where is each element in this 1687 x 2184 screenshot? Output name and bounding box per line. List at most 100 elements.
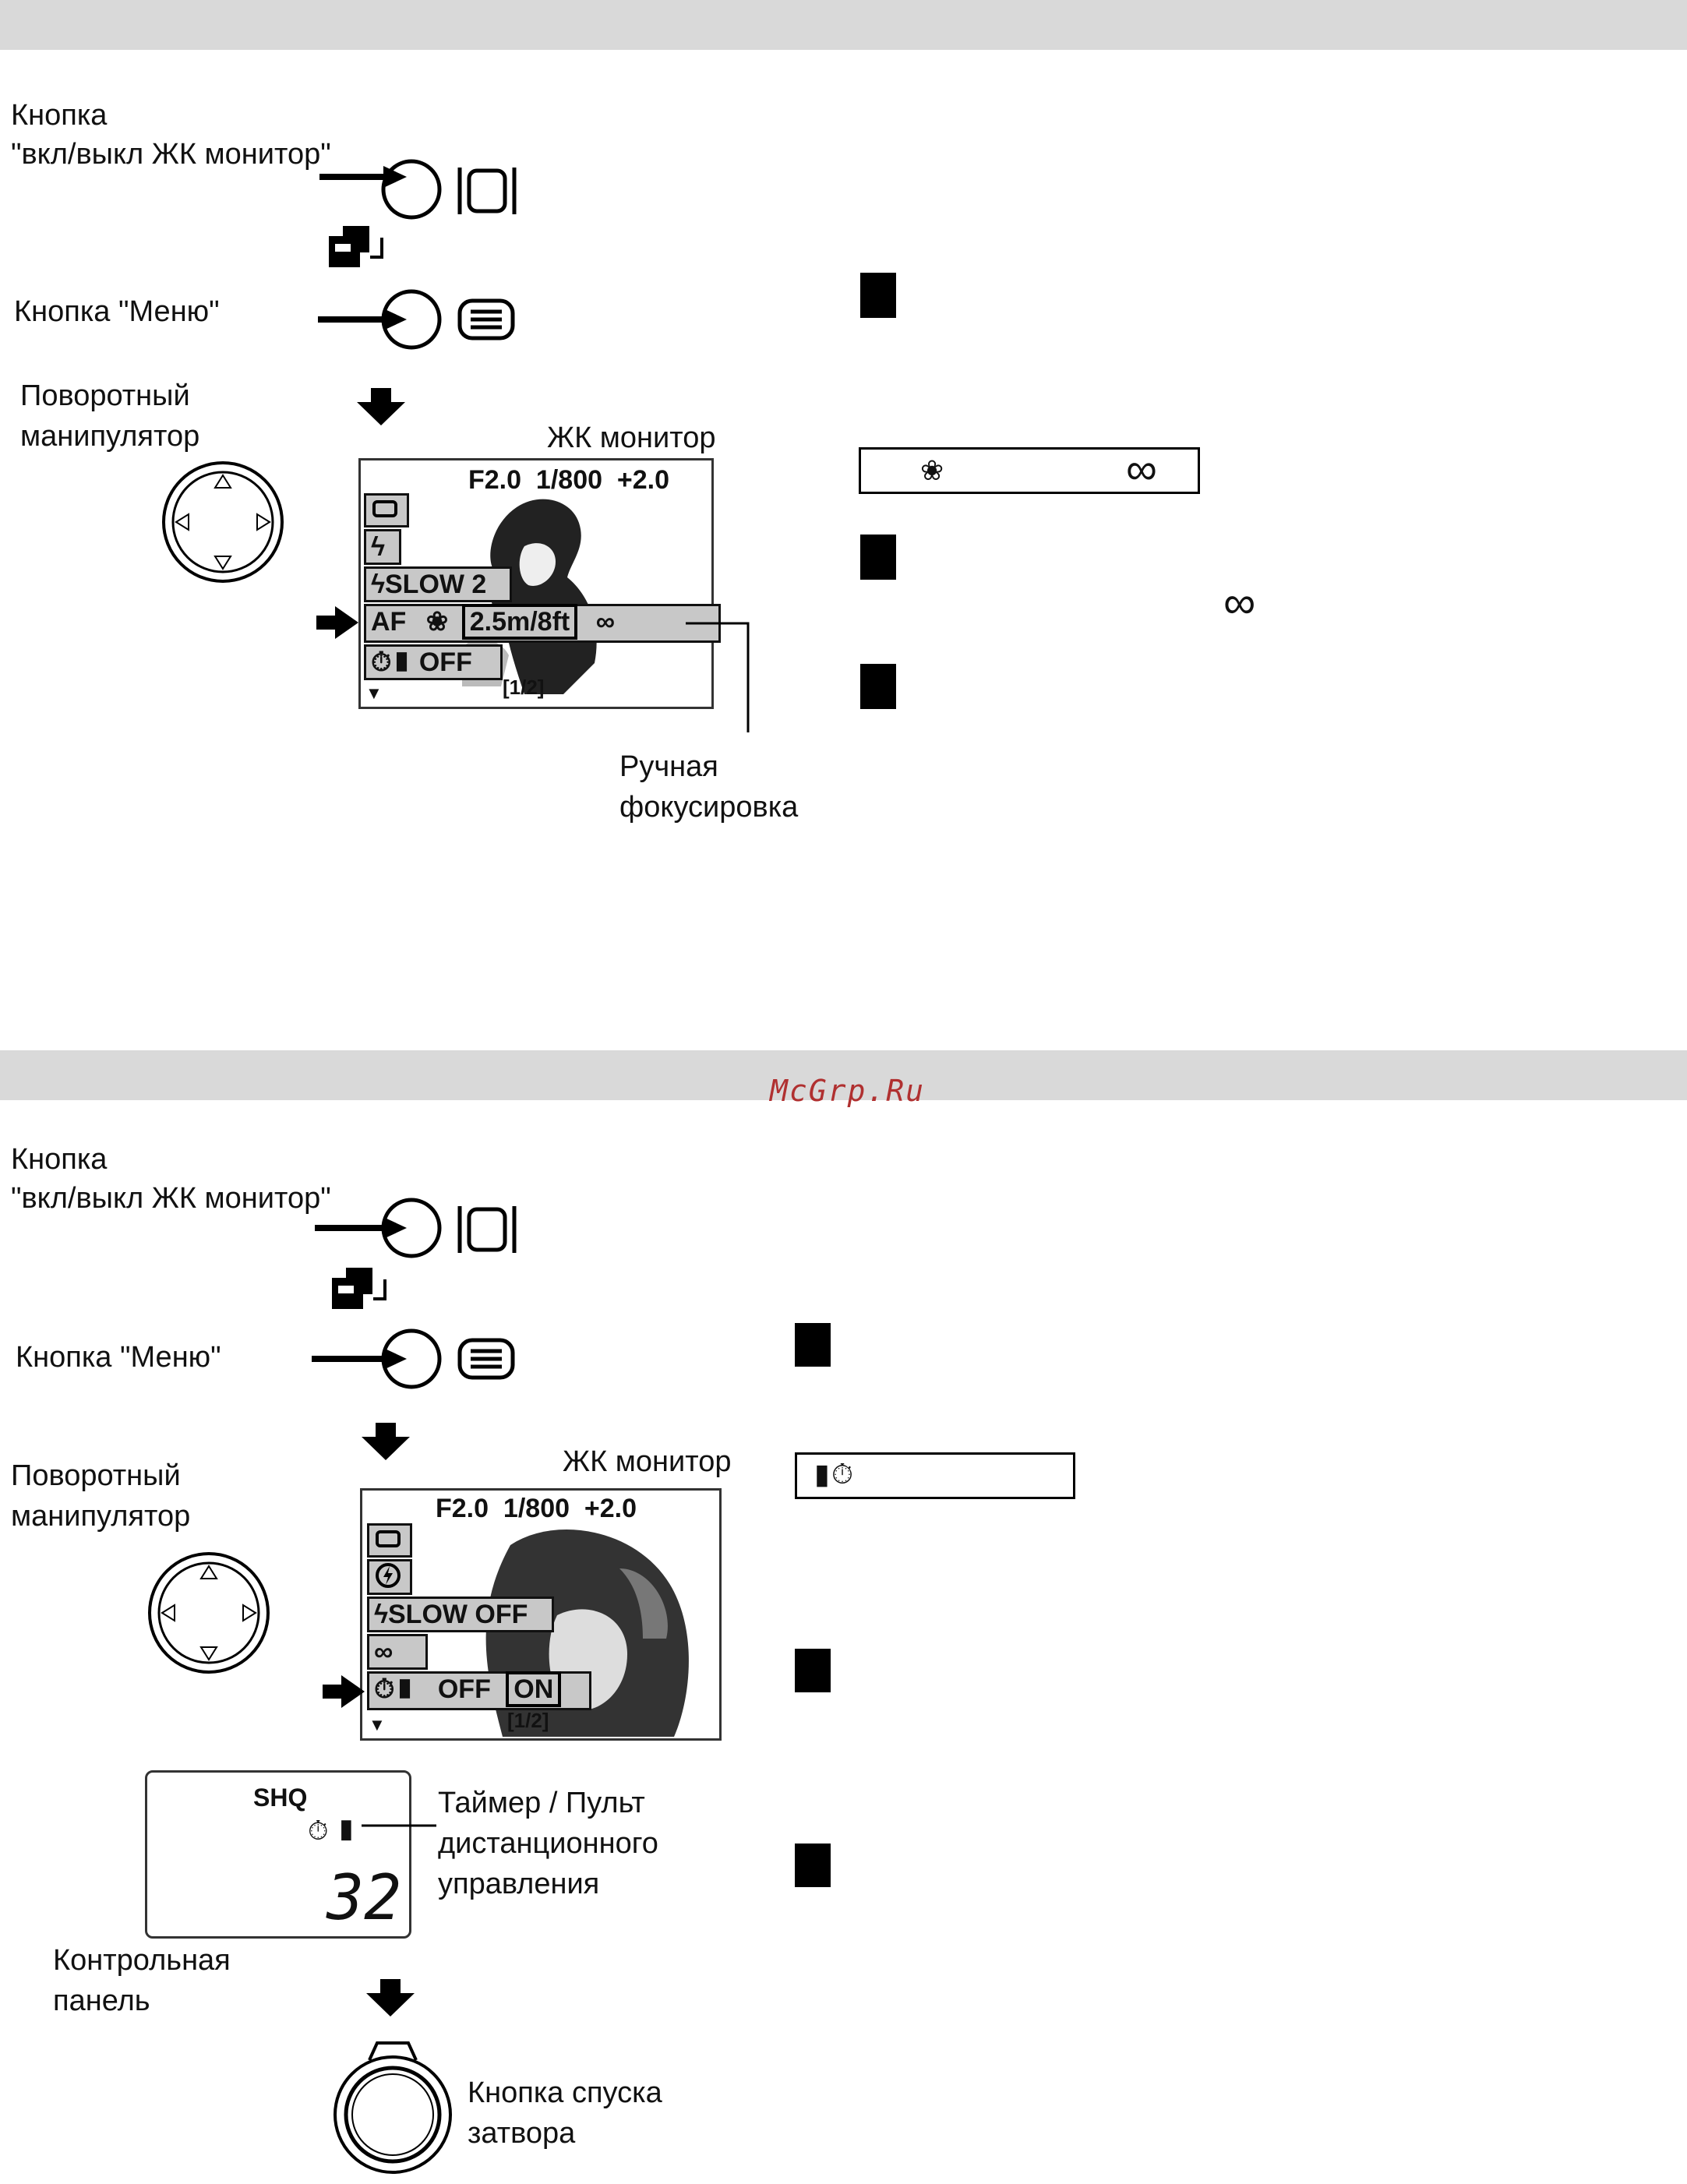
lcd-button-label-line1: Кнопка (11, 99, 108, 132)
menu-row-record-mode (364, 493, 409, 527)
focus-range-box: ❀ ∞ (859, 444, 1200, 494)
step-marker-3 (860, 664, 896, 709)
flash-auto-icon (376, 1563, 401, 1588)
menu-row-record-mode (367, 1523, 412, 1558)
page-indicator: [1/2] (507, 1709, 549, 1732)
step-marker-1 (860, 273, 896, 318)
dial-label-line1: Поворотный (20, 379, 190, 412)
menu-row-flash: ϟ (364, 529, 401, 565)
macro-icon: ❀ (425, 607, 449, 637)
scroll-down-indicator: ▼ (369, 1715, 386, 1734)
camera-icon (332, 1268, 386, 1309)
menu-button-circle (381, 289, 442, 350)
leader-line (362, 1824, 436, 1827)
down-arrow-icon (362, 1423, 410, 1460)
flash-icon: ϟ (371, 570, 385, 599)
self-timer-on[interactable]: ON (506, 1671, 562, 1707)
rotary-dial-icon[interactable] (161, 460, 285, 584)
infinity-value: ∞ (374, 1637, 394, 1667)
monitor-icon (457, 168, 517, 214)
leader-line (686, 622, 750, 732)
page-indicator: [1/2] (503, 676, 545, 699)
menu-icon (457, 298, 515, 340)
self-timer-icon: ⏱ (308, 1816, 329, 1846)
menu-button-label: Кнопка "Меню" (14, 295, 220, 328)
self-timer-icon: ⏱ (371, 647, 392, 677)
self-timer-off: OFF (437, 1674, 491, 1704)
manual-focus-value[interactable]: 2.5m/8ft (461, 604, 578, 640)
down-arrow-icon (357, 388, 405, 425)
remote-icon: ▮ (391, 647, 412, 677)
menu-row-focus: ∞ (367, 1634, 428, 1670)
lcd-button-circle (381, 1198, 442, 1258)
lcd-monitor-1: F2.0 1/800 +2.0 ϟ ϟSLOW 2 AF ❀ 2.5m/8ft … (358, 458, 721, 709)
control-panel: SHQ ⏱ ▮ 32 (145, 1770, 411, 1939)
rotary-dial-icon[interactable] (146, 1551, 271, 1675)
scroll-down-indicator: ▼ (365, 683, 383, 703)
down-arrow-icon (366, 1979, 415, 2016)
menu-row-self-timer: ⏱▮ OFF (364, 644, 503, 680)
self-timer-icon: ⏱ (374, 1674, 395, 1704)
control-panel-label-line1: Контрольная (53, 1944, 231, 1977)
monitor-icon (457, 1206, 517, 1253)
manual-focus-label-line2: фокусировка (619, 791, 799, 824)
dial-label-line1: Поворотный (11, 1459, 181, 1492)
lcd-button-diagram (315, 1198, 517, 1309)
step-marker-1 (795, 1323, 831, 1367)
flash-icon: ϟ (371, 532, 385, 562)
self-timer-value: OFF (418, 647, 472, 677)
step-marker-3 (795, 1844, 831, 1887)
lcd-button-circle (381, 159, 442, 220)
step-marker-2 (860, 535, 896, 580)
dial-label-line2: манипулятор (20, 420, 200, 453)
arrow-right-icon (312, 1348, 407, 1370)
shutter-label-line1: Кнопка спуска (468, 2076, 662, 2109)
lcd-header: F2.0 1/800 +2.0 (468, 465, 670, 495)
infinity-icon: ∞ (1126, 444, 1157, 493)
remote-icon: ▮ (339, 1814, 354, 1844)
remote-icon: ▮ (814, 1458, 830, 1490)
infinity-icon: ∞ (1223, 577, 1256, 628)
self-timer-box: ▮ ⏱ (795, 1452, 1075, 1499)
lcd-button-label-line1: Кнопка (11, 1143, 108, 1176)
menu-icon (457, 1338, 515, 1380)
arrow-right-icon (315, 1217, 407, 1239)
frame-icon (376, 1530, 401, 1547)
arrow-right-icon (323, 1675, 365, 1708)
menu-row-focus: AF ❀ 2.5m/8ft ∞ (364, 604, 721, 643)
manual-focus-label-line1: Ручная (619, 750, 718, 783)
menu-button-circle (381, 1328, 442, 1389)
menu-row-slow-sync: ϟSLOW OFF (367, 1597, 554, 1632)
dial-label-line2: манипулятор (11, 1500, 191, 1533)
slow-sync-value: SLOW OFF (388, 1600, 528, 1629)
menu-button-label: Кнопка "Меню" (16, 1341, 221, 1374)
monitor-label: ЖК монитор (563, 1445, 732, 1478)
remote-icon: ▮ (394, 1674, 415, 1704)
menu-button-diagram (318, 289, 515, 350)
watermark: McGrp.Ru (770, 1074, 926, 1108)
header-band-middle (0, 1050, 1687, 1100)
control-panel-label-line2: панель (53, 1985, 150, 2017)
step-marker-2 (795, 1649, 831, 1692)
timer-label-line1: Таймер / Пульт (438, 1787, 645, 1819)
frame-counter: 32 (326, 1861, 402, 1934)
timer-label-line2: дистанционного (438, 1827, 658, 1860)
lcd-monitor-2: F2.0 1/800 +2.0 ϟSLOW OFF ∞ ⏱▮ OFF ON ▼ … (360, 1488, 722, 1741)
header-band-top (0, 0, 1687, 50)
arrow-right-icon (316, 606, 358, 639)
shutter-button-icon[interactable] (330, 2037, 455, 2177)
infinity-value: ∞ (595, 607, 615, 637)
lcd-button-diagram (319, 159, 517, 267)
arrow-right-icon (318, 309, 407, 330)
af-label: AF (371, 607, 407, 637)
menu-row-self-timer: ⏱▮ OFF ON (367, 1671, 591, 1710)
menu-row-slow-sync: ϟSLOW 2 (364, 566, 512, 602)
monitor-label: ЖК монитор (547, 422, 716, 454)
shutter-label-line2: затвора (468, 2117, 576, 2150)
flash-icon: ϟ (374, 1600, 388, 1629)
lcd-button-label-line2: "вкл/выкл ЖК монитор" (11, 138, 331, 171)
macro-icon: ❀ (920, 454, 944, 486)
slow-sync-value: SLOW 2 (385, 570, 487, 599)
control-panel-mode: SHQ (253, 1784, 308, 1812)
lcd-button-label-line2: "вкл/выкл ЖК монитор" (11, 1182, 331, 1215)
